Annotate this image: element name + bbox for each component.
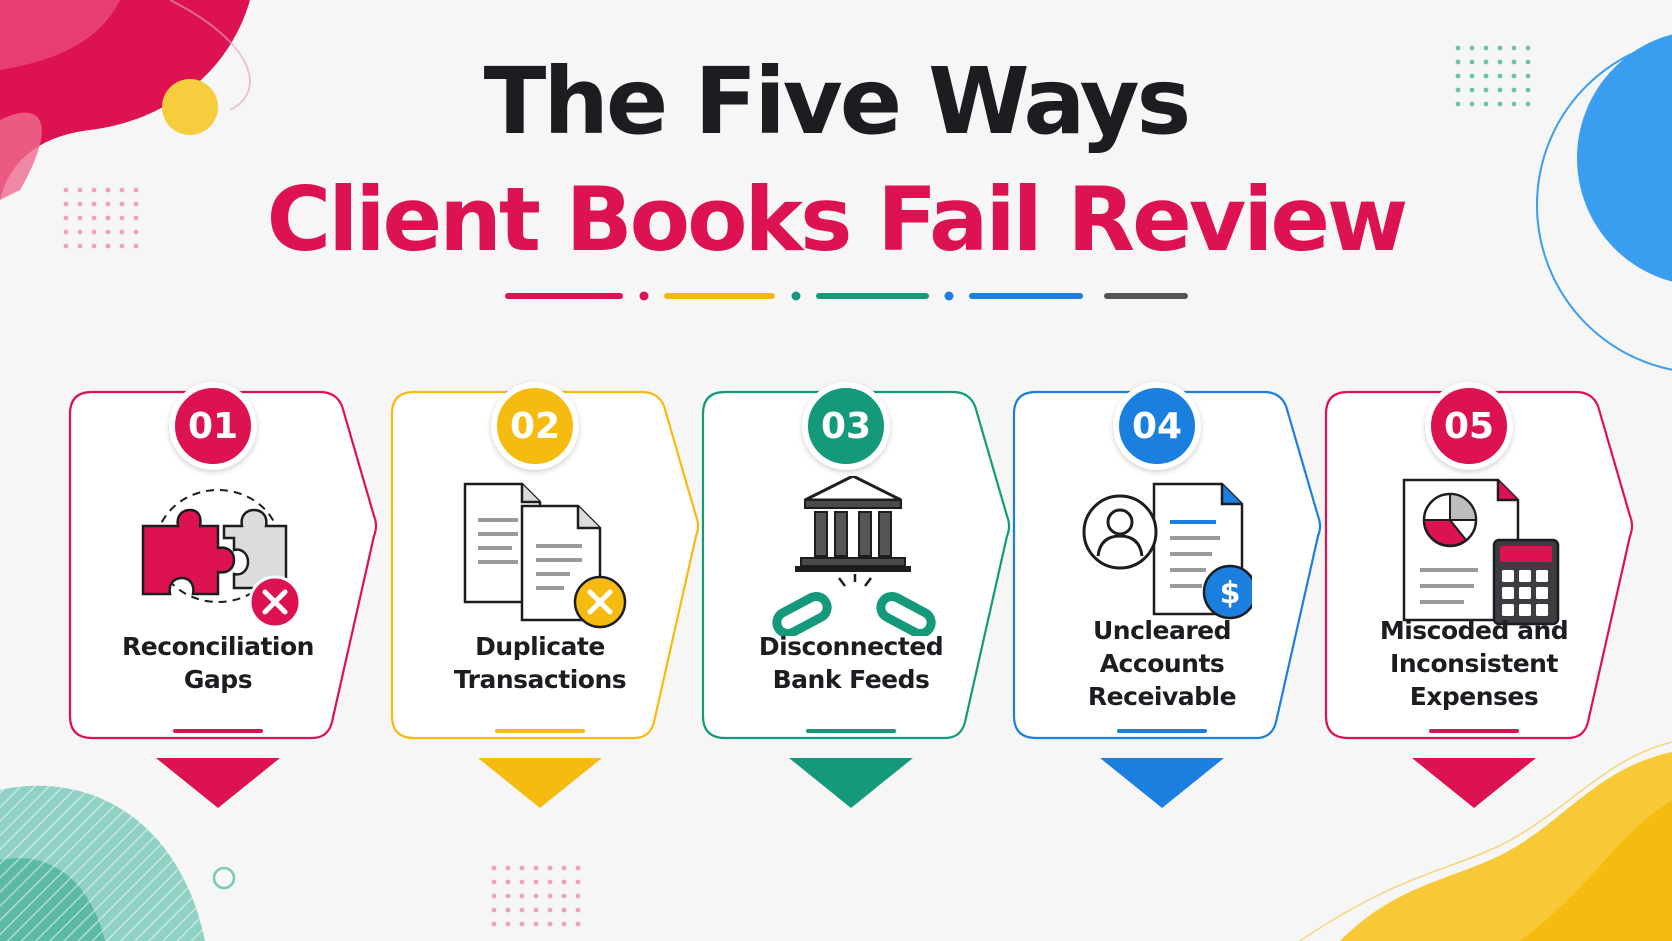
step-underline bbox=[173, 729, 263, 733]
step-label: Reconciliation Gaps bbox=[122, 632, 314, 694]
title-divider bbox=[505, 291, 1188, 301]
step-number-badge: 04 bbox=[1113, 382, 1201, 470]
step-number-badge: 03 bbox=[802, 382, 890, 470]
report-calculator-icon bbox=[1402, 478, 1560, 626]
step-card-miscoded-inconsistent-expenses[interactable]: 05 Miscoded and Inconsistent Expenses bbox=[1324, 376, 1634, 816]
title-line-1: The Five Ways bbox=[483, 48, 1192, 155]
bank-broken-link-icon bbox=[772, 476, 936, 636]
step-label: Uncleared Accounts Receivable bbox=[1087, 616, 1237, 711]
step-card-duplicate-transactions[interactable]: 02 Duplicate Transactions bbox=[390, 376, 700, 816]
step-card-disconnected-bank-feeds[interactable]: 03 Disconnected Bank Feeds bbox=[701, 376, 1011, 816]
duplicate-documents-error-icon bbox=[463, 482, 627, 629]
step-card-reconciliation-gaps[interactable]: 01 Reconciliation Gaps bbox=[68, 376, 378, 816]
step-number-badge: 05 bbox=[1425, 382, 1513, 470]
step-label: Duplicate Transactions bbox=[453, 632, 627, 694]
puzzle-pieces-error-icon bbox=[141, 489, 302, 629]
step-card-uncleared-accounts-receivable[interactable]: 04 $ Uncleared Accounts Receivable bbox=[1012, 376, 1322, 816]
step-label: Disconnected Bank Feeds bbox=[758, 632, 944, 694]
step-label: Miscoded and Inconsistent Expenses bbox=[1379, 616, 1569, 711]
step-number-badge: 01 bbox=[169, 382, 257, 470]
title-line-2: Client Books Fail Review bbox=[266, 168, 1409, 271]
step-number-badge: 02 bbox=[491, 382, 579, 470]
step-underline bbox=[806, 729, 896, 733]
customer-invoice-dollar-icon: $ bbox=[1082, 482, 1252, 620]
step-underline bbox=[1429, 729, 1519, 733]
svg-text:$: $ bbox=[1220, 576, 1241, 611]
step-underline bbox=[495, 729, 585, 733]
step-underline bbox=[1117, 729, 1207, 733]
